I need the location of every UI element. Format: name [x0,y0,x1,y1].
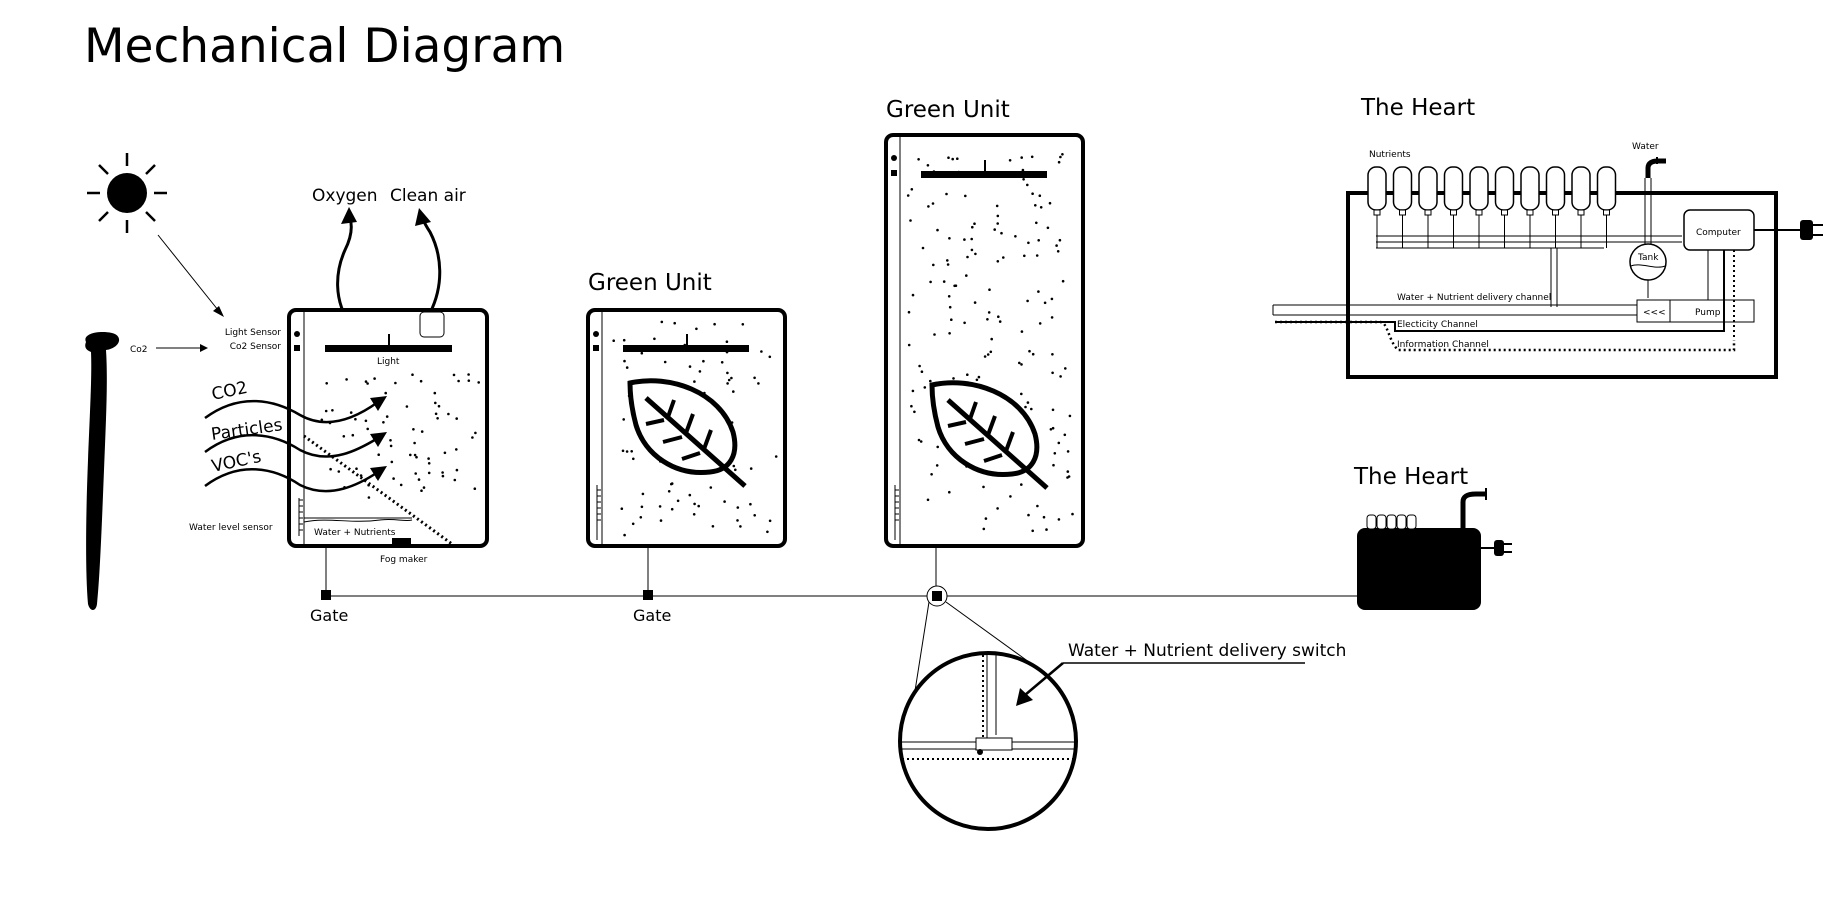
light-sensor-label: Light Sensor [225,328,281,338]
water-label: Water [1632,142,1659,152]
light-sensor-dot [294,331,300,337]
co2-input-arrow: Co2 [130,344,208,355]
clean-air-vent [419,311,445,338]
nutrient-bottles [1367,166,1617,248]
fog-maker-unit [392,538,411,545]
page-title: Mechanical Diagram [84,19,565,74]
water-level-ticks [298,498,303,536]
pump-label: Pump [1695,308,1721,318]
vocs-pollutant-label: VOC's [210,447,263,477]
green-unit-1: Light Water + Nutrients [287,308,489,548]
heart-small [1357,488,1512,610]
gate-2 [643,590,653,600]
fog-maker-label: Fog maker [380,555,428,565]
leaf-icon [929,380,1049,490]
gate-1-label: Gate [310,606,348,625]
switch-zoom [898,585,1305,831]
sunlight-arrow [157,234,224,317]
green-unit-3 [884,133,1085,548]
plug-icon [1754,220,1823,240]
clean-air-label: Clean air [390,186,466,206]
information-channel [1275,320,1736,352]
green-unit-2 [586,308,787,548]
green-unit-3-title: Green Unit [886,97,1010,123]
oxygen-arrow [336,207,357,328]
tank-label: Tank [1637,253,1659,263]
heart-detail-title: The Heart [1360,95,1475,121]
faucet-icon [1460,488,1487,528]
sun-icon [87,153,167,233]
water-nutrients-label: Water + Nutrients [314,528,396,538]
fog-line [303,434,453,546]
particles-unit-2 [612,320,778,537]
delivery-pipe [325,548,1360,597]
information-channel-label: Information Channel [1397,340,1489,350]
gate-2-label: Gate [633,606,671,625]
leaf-icon [627,378,747,488]
water-channel-label: Water + Nutrient delivery channel [1397,293,1551,303]
particles-pollutant-label: Particles [210,415,284,445]
co2-sensor-label: Co2 Sensor [230,342,282,352]
grow-light-bar [325,345,452,352]
switch-label: Water + Nutrient delivery switch [1068,641,1346,661]
pump-arrows: <<< [1643,308,1666,318]
co2-sensor-square [294,345,300,351]
person-silhouette-icon [85,332,120,610]
electricity-channel-label: Electicity Channel [1397,320,1478,330]
water-surface [303,518,413,523]
particles-unit-1 [320,373,481,499]
heart-small-title: The Heart [1353,464,1468,490]
light-label: Light [377,357,400,367]
plug-icon [1481,540,1512,556]
computer-label: Computer [1696,228,1741,238]
nutrients-label: Nutrients [1369,150,1411,160]
clean-air-arrow [415,208,442,314]
delivery-switch [932,591,942,601]
gate-1 [321,590,331,600]
oxygen-label: Oxygen [312,186,378,206]
heart-detail: Nutrients Water Tank Computer <<< Pump W… [1272,142,1823,379]
faucet-icon [1644,157,1666,244]
water-level-sensor-label: Water level sensor [189,523,273,533]
co2-input-label: Co2 [130,345,148,355]
green-unit-2-title: Green Unit [588,270,712,296]
